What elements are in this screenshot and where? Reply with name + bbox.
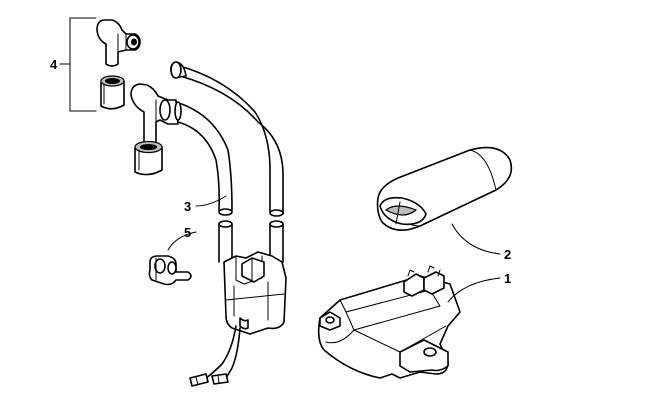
leader-2: [451, 223, 501, 255]
callout-2: 2: [504, 247, 512, 262]
spark-plug-cap-lower: [130, 83, 179, 145]
coil-wires: [189, 325, 241, 387]
leader-3: [195, 195, 227, 207]
spark-plug-cap-upper: [96, 19, 141, 67]
leader-1: [447, 277, 501, 303]
ignition-coil: [223, 251, 287, 335]
callout-3: 3: [184, 199, 192, 214]
callout-4: 4: [50, 57, 58, 72]
cover-sleeve: [376, 146, 513, 231]
callout-1: 1: [504, 271, 512, 286]
leader-5: [167, 231, 197, 251]
cdi-module: [317, 265, 461, 379]
boot-lower: [134, 140, 163, 176]
leader-lines: [167, 195, 501, 303]
ignition-leads: [170, 61, 284, 263]
boot-upper: [100, 75, 125, 110]
callout-5: 5: [184, 225, 192, 240]
wire-clip: [148, 255, 192, 286]
bracket-4: [59, 17, 97, 112]
